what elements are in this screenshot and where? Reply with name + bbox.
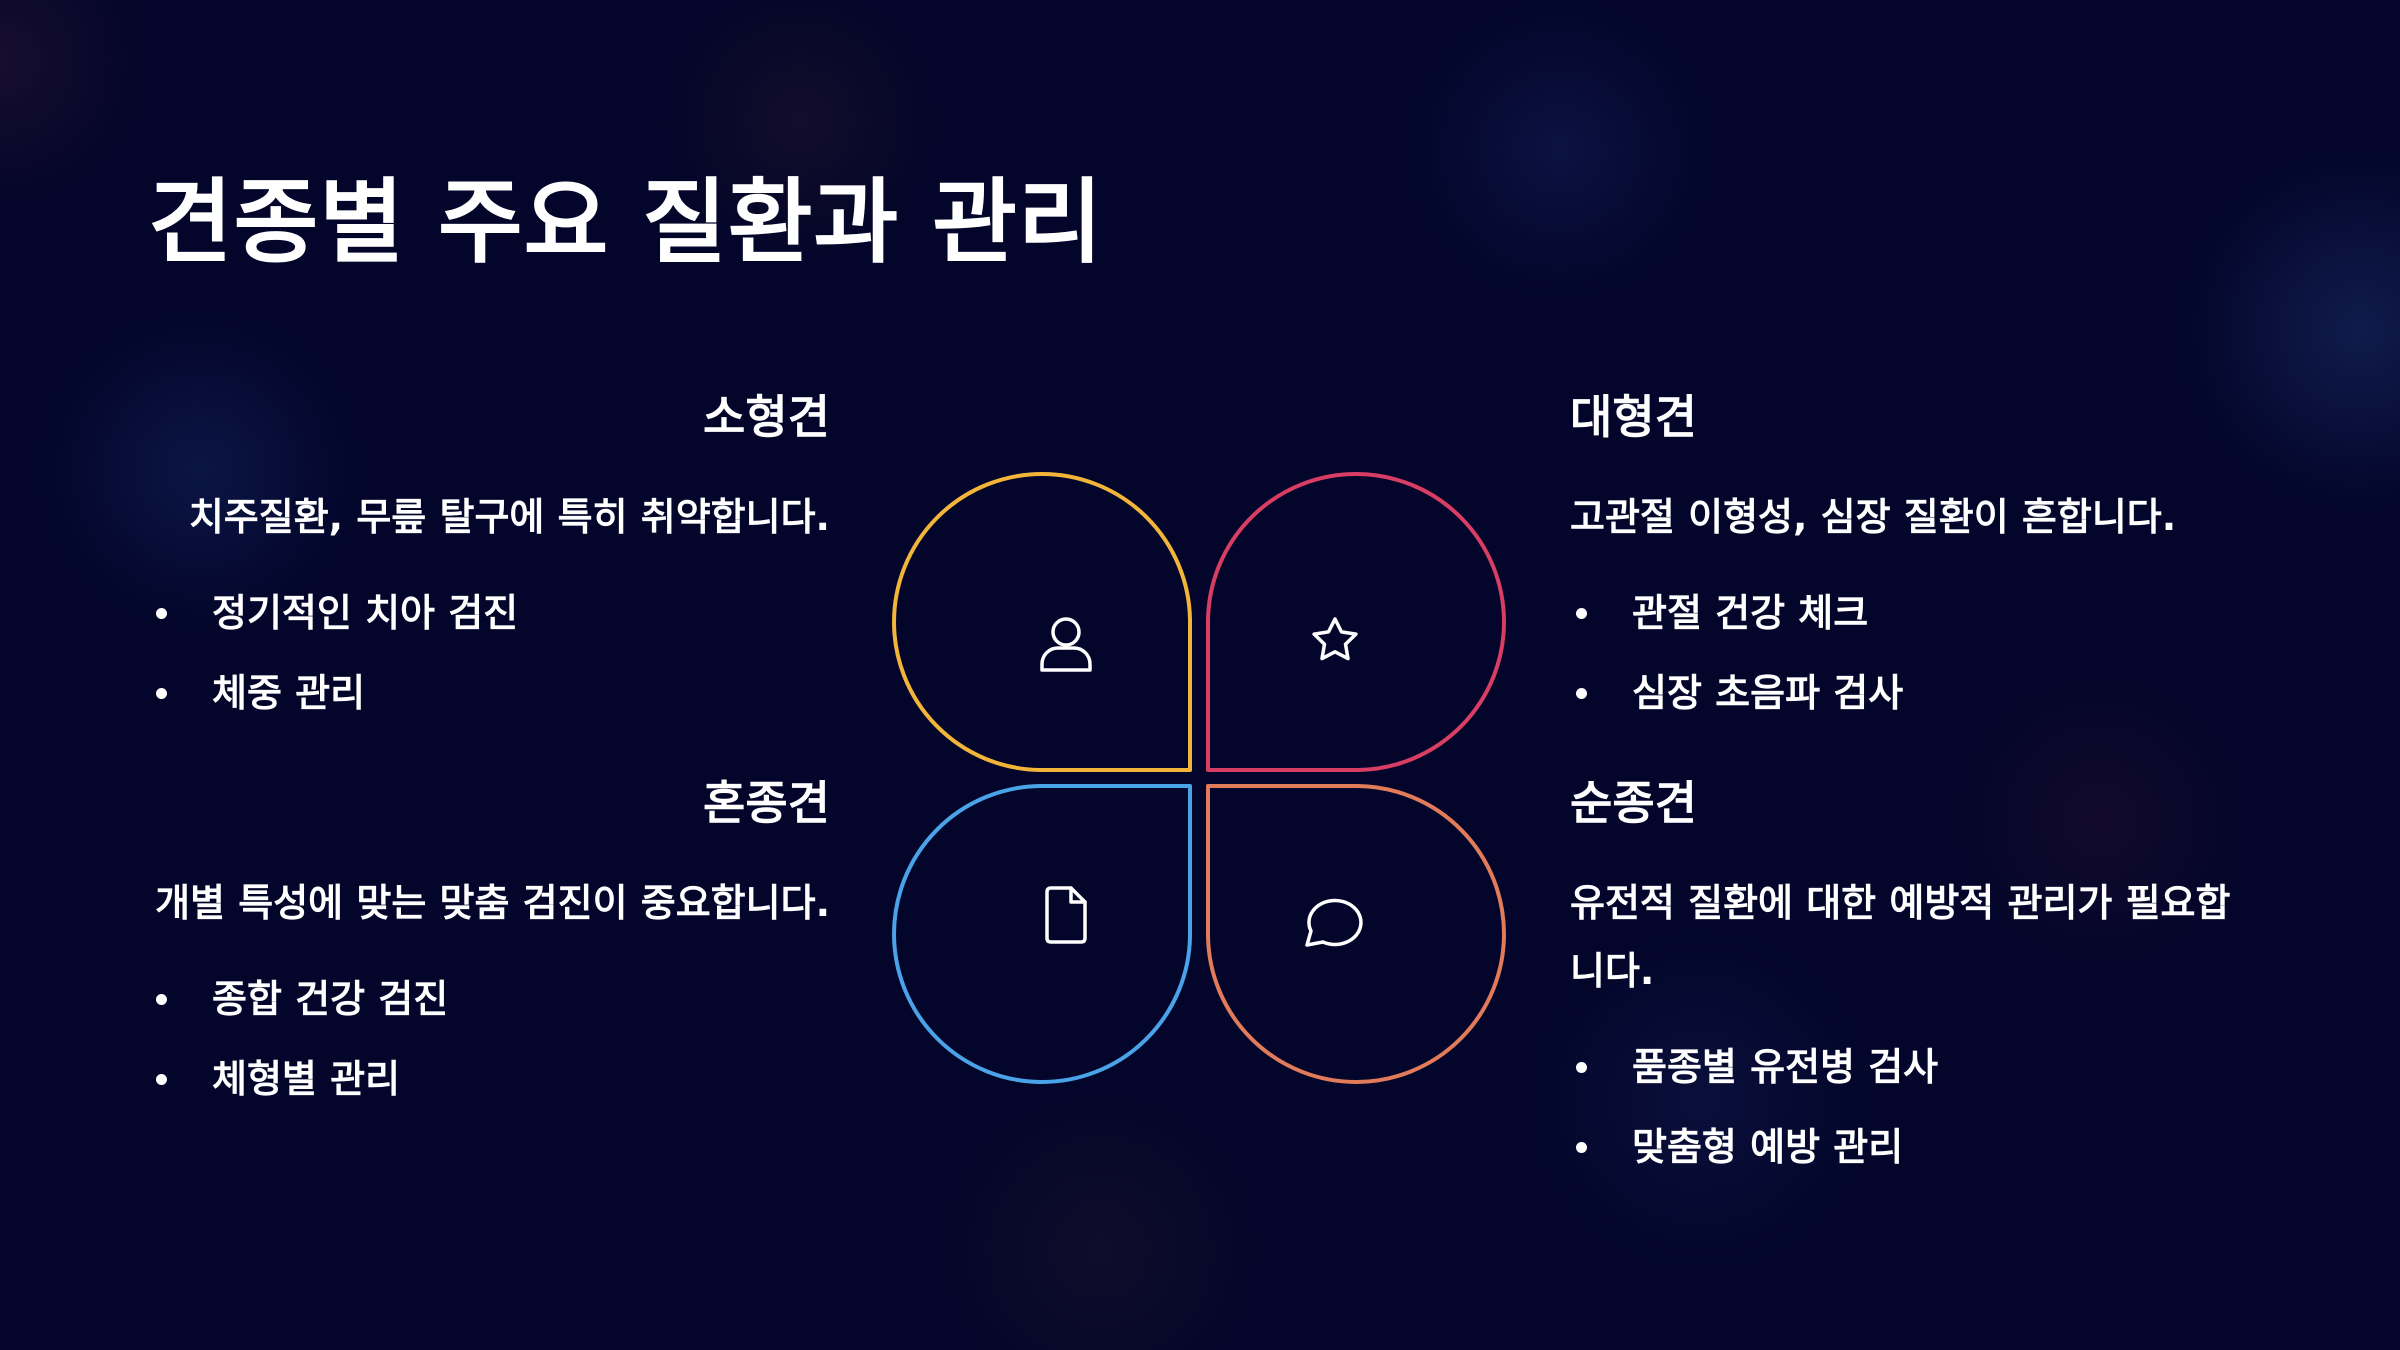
section-heading: 순종견: [1570, 776, 1697, 830]
section-description: 개별 특성에 맞는 맞춤 검진이 중요합니다.: [155, 881, 830, 926]
petal-svg: [892, 472, 1506, 1084]
section-large-breed: 대형견 고관절 이형성, 심장 질환이 흔합니다. 관절 건강 체크 심장 초음…: [1570, 390, 2250, 733]
section-heading: 소형견: [703, 390, 830, 444]
section-small-breed: 소형견 치주질환, 무릎 탈구에 특히 취약합니다. 정기적인 치아 검진 체중…: [150, 390, 830, 733]
petal-top-right: [1206, 472, 1506, 772]
document-icon: [1045, 886, 1087, 944]
person-icon: [1040, 617, 1092, 672]
list-item: 체중 관리: [150, 653, 830, 733]
section-heading: 대형견: [1570, 390, 1697, 444]
bullet-list: 품종별 유전병 검사 맞춤형 예방 관리: [1570, 1027, 2250, 1187]
section-description: 치주질환, 무릎 탈구에 특히 취약합니다.: [188, 495, 830, 540]
list-item: 심장 초음파 검사: [1570, 653, 2250, 733]
four-petal-diagram: [890, 468, 1510, 1088]
chat-bubble-icon: [1305, 898, 1363, 947]
list-item: 체형별 관리: [150, 1039, 830, 1119]
section-mixed-breed: 혼종견 개별 특성에 맞는 맞춤 검진이 중요합니다. 종합 건강 검진 체형별…: [150, 776, 830, 1119]
section-purebred: 순종견 유전적 질환에 대한 예방적 관리가 필요합니다. 품종별 유전병 검사…: [1570, 776, 2250, 1187]
section-heading: 혼종견: [703, 776, 830, 830]
star-icon: [1312, 617, 1358, 661]
list-item: 종합 건강 검진: [150, 959, 830, 1039]
list-item: 품종별 유전병 검사: [1570, 1027, 2250, 1107]
section-description: 유전적 질환에 대한 예방적 관리가 필요합니다.: [1570, 881, 2231, 994]
list-item: 관절 건강 체크: [1570, 573, 2250, 653]
bullet-list: 종합 건강 검진 체형별 관리: [150, 959, 830, 1119]
section-description: 고관절 이형성, 심장 질환이 흔합니다.: [1570, 495, 2177, 540]
petal-bottom-left: [892, 784, 1192, 1084]
list-item: 맞춤형 예방 관리: [1570, 1107, 2250, 1187]
petal-bottom-right: [1206, 784, 1506, 1084]
petal-top-left: [892, 472, 1192, 772]
page-title: 견종별 주요 질환과 관리: [148, 169, 1104, 276]
bullet-list: 관절 건강 체크 심장 초음파 검사: [1570, 573, 2250, 733]
list-item: 정기적인 치아 검진: [150, 573, 830, 653]
bullet-list: 정기적인 치아 검진 체중 관리: [150, 573, 830, 733]
